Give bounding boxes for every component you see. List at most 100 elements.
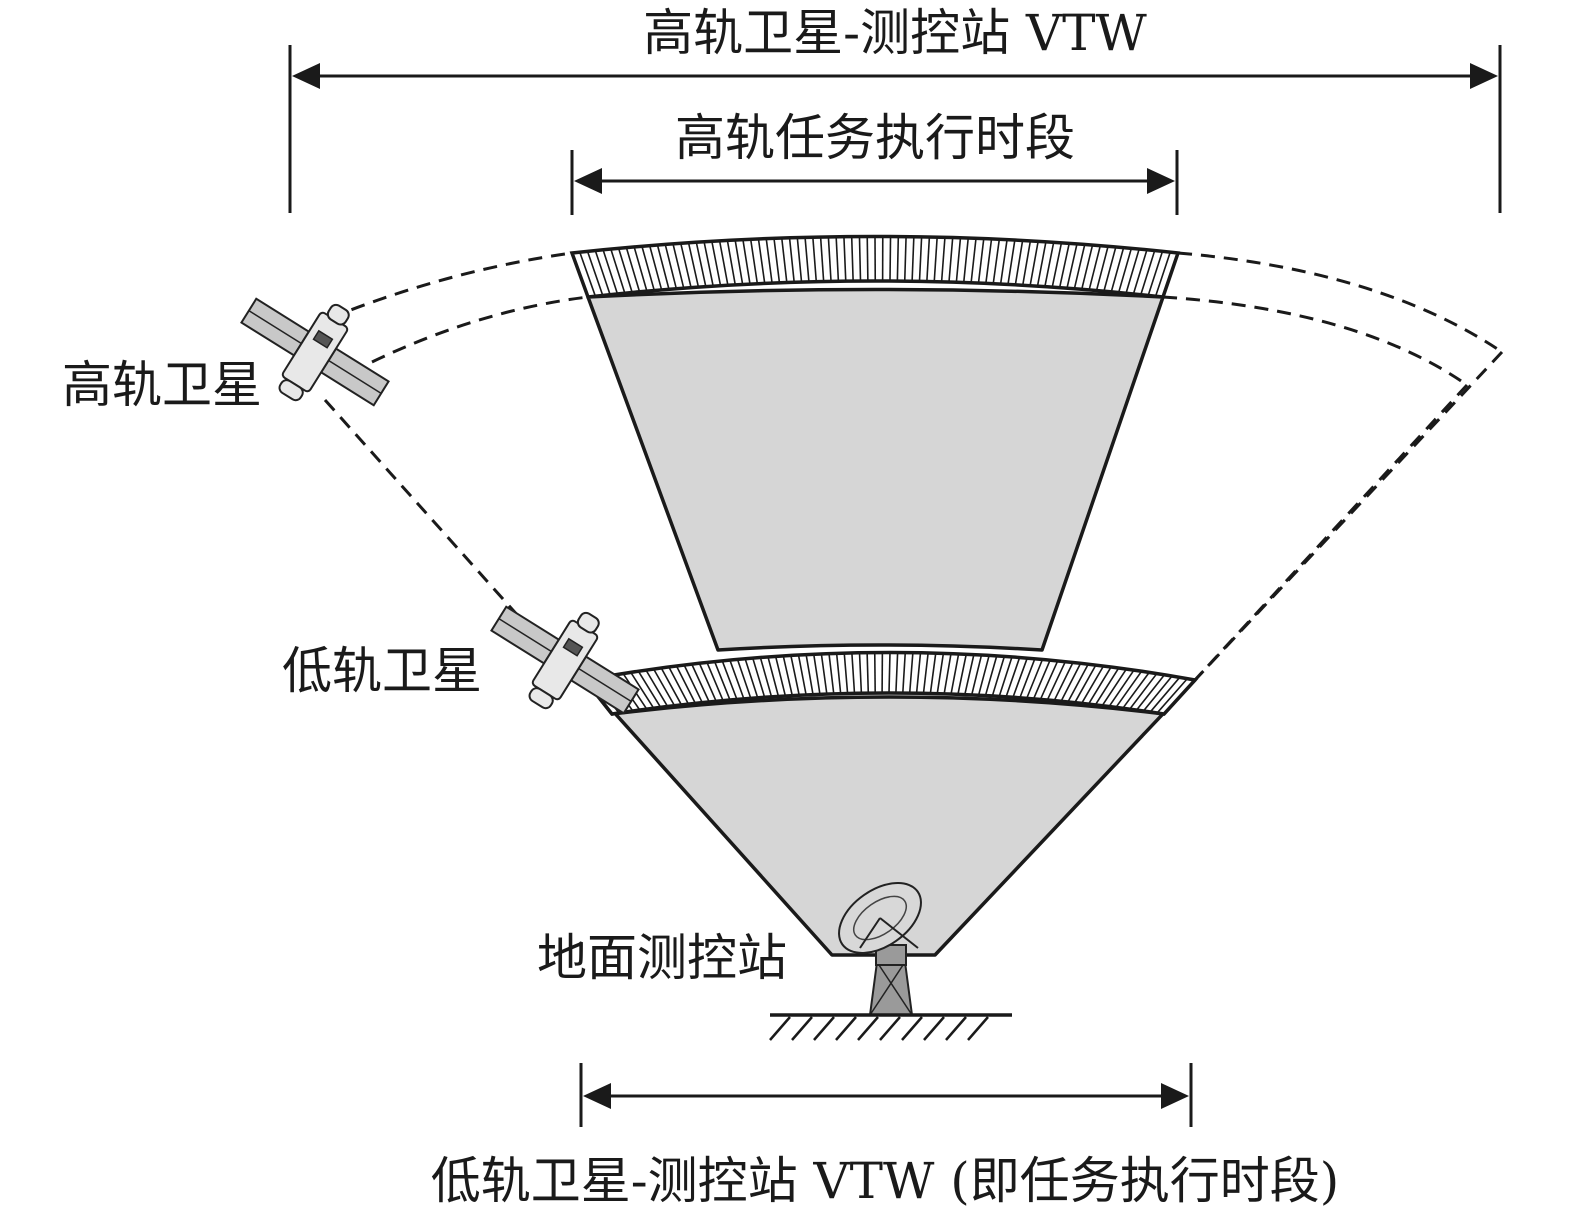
band-hatch-line xyxy=(721,660,738,700)
ground-station-label: 地面测控站 xyxy=(537,929,787,987)
band-hatch-line xyxy=(751,657,766,698)
band-hatch-line xyxy=(1019,658,1036,699)
band-hatch-line xyxy=(625,247,641,292)
band-hatch-line xyxy=(1125,248,1140,294)
band-hatch-line xyxy=(812,237,818,282)
band-hatch-line xyxy=(633,246,648,292)
band-hatch-line xyxy=(804,237,810,282)
band-hatch-line xyxy=(713,661,731,701)
leo-orbit-band xyxy=(581,650,1199,716)
geo-to-leo-link xyxy=(323,398,522,620)
band-hatch-line xyxy=(866,652,870,694)
band-hatch-line xyxy=(672,243,685,289)
band-hatch-line xyxy=(788,237,795,283)
band-hatch-line xyxy=(1014,240,1024,285)
band-hatch-line xyxy=(827,236,832,282)
band-hatch-line xyxy=(943,653,952,694)
band-hatch-line xyxy=(1081,665,1105,704)
band-hatch-line xyxy=(736,659,752,699)
band-hatch-line xyxy=(1039,660,1059,700)
ground-hatch-line xyxy=(813,1016,835,1041)
geo-band-hatching xyxy=(579,236,1171,297)
geo-orbit-inner-right xyxy=(1162,295,1468,387)
band-hatch-line xyxy=(1074,664,1097,703)
geo-vtw-right-arrow xyxy=(1470,63,1498,89)
band-hatch-line xyxy=(911,236,915,282)
band-hatch-line xyxy=(1122,671,1150,709)
band-hatch-line xyxy=(858,652,863,694)
band-hatch-line xyxy=(1058,243,1071,288)
visibility-dashed-lines xyxy=(323,251,1504,682)
band-hatch-line xyxy=(1095,246,1109,291)
band-hatch-line xyxy=(726,240,737,285)
ground-hatch-line xyxy=(857,1016,879,1041)
band-hatch-line xyxy=(970,654,983,696)
band-hatch-line xyxy=(617,248,633,293)
band-hatch-line xyxy=(933,237,938,282)
band-hatch-line xyxy=(843,236,847,282)
band-hatch-line xyxy=(1101,668,1128,707)
band-hatch-line xyxy=(641,246,656,291)
band-hatch-line xyxy=(765,238,773,284)
band-hatch-line xyxy=(796,237,803,283)
band-hatch-line xyxy=(964,654,975,695)
band-hatch-line xyxy=(812,654,821,695)
geo-vtw-dimension: 高轨卫星-测控站 VTW xyxy=(288,4,1502,213)
band-hatch-line xyxy=(805,654,814,695)
band-hatch-line xyxy=(1094,667,1120,706)
band-hatch-line xyxy=(1081,244,1094,290)
band-hatch-line xyxy=(586,251,604,296)
ground-hatch-line xyxy=(967,1016,989,1041)
band-hatch-line xyxy=(1067,663,1089,703)
band-hatch-line xyxy=(610,248,626,294)
band-hatch-line xyxy=(734,239,744,285)
geo-satellite-label: 高轨卫星 xyxy=(62,356,262,414)
band-hatch-line xyxy=(1026,659,1044,699)
band-hatch-line xyxy=(1007,239,1016,285)
band-hatch-line xyxy=(1036,241,1047,287)
ground-hatch-line xyxy=(945,1016,967,1041)
band-hatch-line xyxy=(835,236,840,282)
band-hatch-line xyxy=(991,656,1006,697)
band-hatch-line xyxy=(828,653,835,694)
ground-hatch-line xyxy=(835,1016,857,1041)
band-hatch-line xyxy=(683,664,703,703)
band-hatch-line xyxy=(977,238,985,284)
geo-task-left-arrow xyxy=(574,168,602,194)
band-hatch-line xyxy=(594,250,611,295)
geo-vtw-left-arrow xyxy=(292,63,320,89)
leo-vtw-label: 低轨卫星-测控站 VTW (即任务执行时段) xyxy=(431,1152,1340,1210)
band-hatch-line xyxy=(835,653,842,694)
ground-hatching xyxy=(769,1016,989,1041)
band-hatch-line xyxy=(711,241,722,286)
band-hatch-line xyxy=(1154,251,1171,297)
band-hatch-line xyxy=(970,238,977,283)
band-hatch-line xyxy=(742,239,751,285)
band-hatch-line xyxy=(773,238,781,283)
band-hatch-line xyxy=(797,654,807,696)
band-hatch-line xyxy=(602,249,619,295)
band-hatch-line xyxy=(637,670,662,708)
band-hatch-line xyxy=(652,668,676,707)
band-hatch-line xyxy=(718,240,729,286)
band-hatch-line xyxy=(1073,244,1086,289)
band-hatch-line xyxy=(1142,675,1173,712)
band-hatch-line xyxy=(729,659,745,700)
band-hatch-line xyxy=(984,655,998,696)
band-hatch-line xyxy=(1032,659,1051,700)
band-hatch-line xyxy=(1117,248,1133,293)
band-hatch-line xyxy=(703,241,714,287)
band-hatch-line xyxy=(866,236,869,282)
band-hatch-line xyxy=(936,653,945,694)
band-hatch-line xyxy=(1005,657,1021,698)
band-hatch-line xyxy=(889,236,892,282)
geo-task-right-arrow xyxy=(1147,168,1175,194)
band-hatch-line xyxy=(1012,657,1029,698)
band-hatch-line xyxy=(1115,670,1143,708)
band-hatch-line xyxy=(1156,678,1188,714)
geo-orbit-band xyxy=(569,234,1181,299)
band-hatch-line xyxy=(695,242,707,287)
band-hatch-line xyxy=(903,236,907,282)
band-hatch-line xyxy=(1044,242,1055,287)
